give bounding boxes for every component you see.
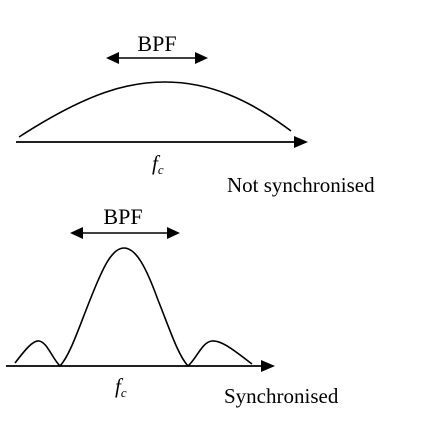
narrow-spectrum-curve [14, 247, 253, 368]
caption-not-synchronised: Not synchronised [227, 173, 375, 197]
carrier-frequency-label: fc [152, 151, 164, 177]
bpf-bandwidth-arrow [106, 52, 208, 64]
panel-not-synchronised: BPF fc Not synchronised [16, 31, 375, 197]
caption-synchronised: Synchronised [224, 384, 339, 408]
carrier-frequency-label: fc [115, 374, 127, 400]
frequency-axis [16, 136, 308, 148]
bpf-label: BPF [137, 31, 176, 56]
bpf-label: BPF [103, 204, 142, 229]
bpf-bandwidth-arrow [70, 227, 180, 239]
frequency-axis [6, 360, 275, 372]
panel-synchronised: BPF fc Synchronised [6, 204, 339, 408]
broad-spectrum-curve [18, 81, 292, 138]
